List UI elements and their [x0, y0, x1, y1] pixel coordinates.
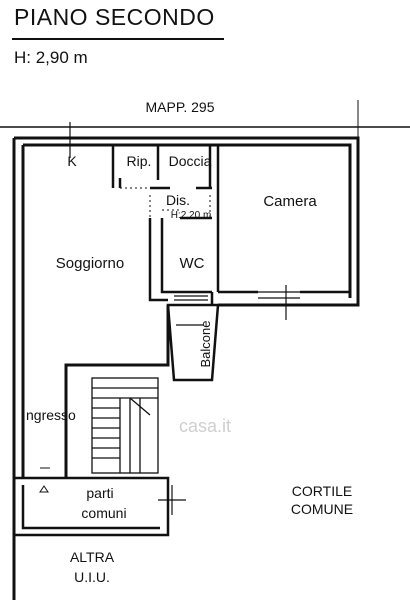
- balcony-outline: [166, 303, 220, 382]
- room-label-hall-height: H:2,20 m: [171, 210, 212, 221]
- room-label-common-1: parti: [86, 485, 113, 501]
- title-underline: [12, 38, 224, 40]
- north-windows: [58, 122, 84, 158]
- bedroom-window: [258, 285, 300, 320]
- triangle-mark: [39, 485, 49, 493]
- staircase: [91, 377, 159, 474]
- room-label-entrance: ngresso: [26, 407, 76, 423]
- room-label-common-2: comuni: [81, 505, 126, 521]
- watermark: casa.it: [179, 416, 231, 436]
- interior-walls: [111, 145, 350, 305]
- ceiling-height-label: H: 2,90 m: [14, 48, 88, 67]
- room-label-balcony: Balcone: [198, 321, 213, 368]
- plan-title: PIANO SECONDO: [14, 4, 215, 30]
- room-label-storage: Rip.: [127, 153, 152, 169]
- parcel-label: MAPP. 295: [145, 99, 214, 115]
- room-label-hall: Dis.: [166, 192, 190, 208]
- room-label-shower: Doccia: [169, 153, 212, 169]
- room-label-bedroom: Camera: [263, 193, 317, 210]
- room-label-wc: WC: [180, 255, 205, 272]
- balcony-windows: [174, 295, 208, 326]
- door-openings: [120, 187, 211, 218]
- outer-walls: [12, 136, 360, 600]
- area-label-other-unit-1: ALTRA: [70, 549, 115, 565]
- common-area-walls: [14, 476, 170, 537]
- area-label-courtyard-1: CORTILE: [292, 483, 352, 499]
- room-label-living: Soggiorno: [56, 255, 124, 272]
- area-label-courtyard-2: COMUNE: [291, 501, 353, 517]
- area-label-other-unit-2: U.I.U.: [74, 569, 110, 585]
- room-label-kitchen: K: [67, 153, 77, 169]
